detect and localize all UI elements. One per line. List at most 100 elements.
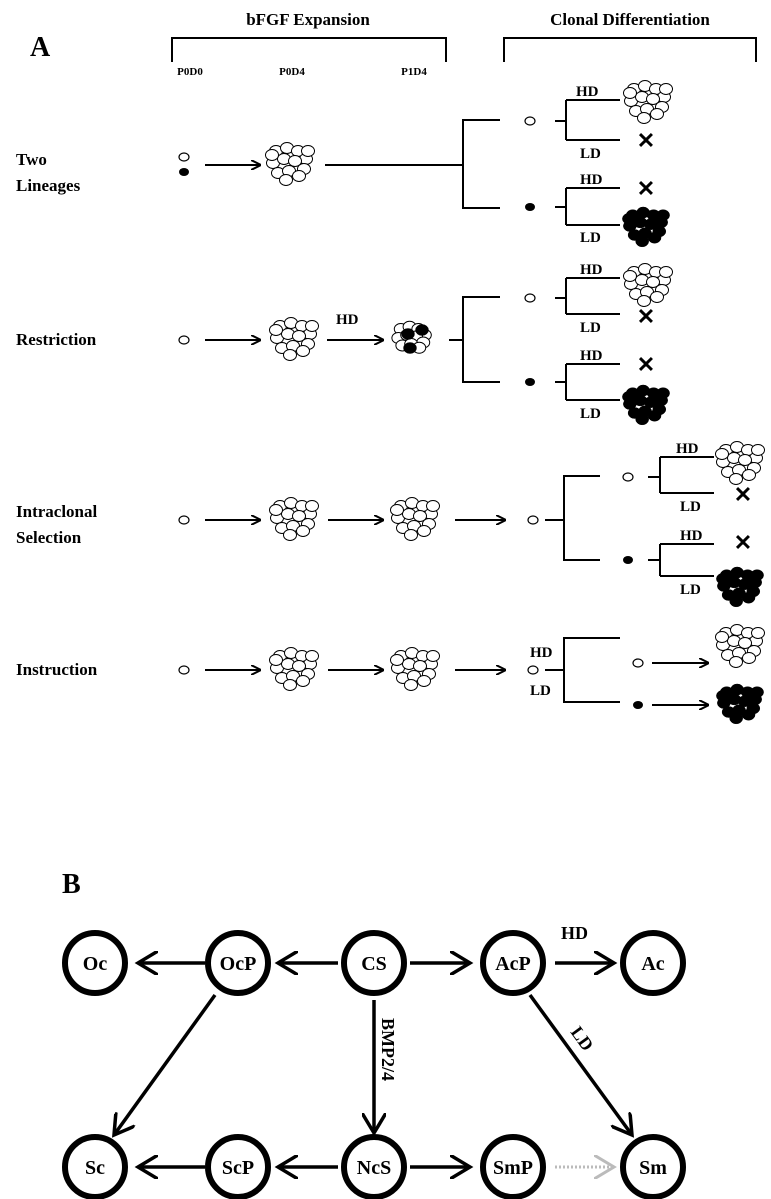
subclone-white: HD LD ✕: [524, 262, 673, 336]
open-cell: [729, 656, 743, 668]
open-cell: [292, 660, 306, 672]
row-two-lineages: HD LD ✕ HD LD ✕: [178, 80, 673, 248]
open-cell: [390, 504, 404, 516]
panel-b: B HD BMP2/4 LD Oc OcP CS AcP: [62, 869, 686, 1199]
ld-label: LD: [680, 582, 701, 598]
open-cell: [269, 654, 283, 666]
filled-cell: [647, 409, 662, 422]
open-cell: [637, 295, 651, 307]
filled-cell: [656, 387, 670, 399]
ld-label: LD: [580, 320, 601, 336]
filled-cell: [635, 235, 649, 248]
open-cell: [296, 525, 310, 537]
open-cell: [305, 500, 319, 512]
timepoint-p1d4: P1D4: [401, 66, 427, 78]
open-cell: [527, 665, 539, 675]
open-cell: [417, 675, 431, 687]
open-cell: [283, 679, 297, 691]
open-cell: [178, 515, 190, 525]
black-colony: [716, 566, 764, 608]
svg-text:NcS: NcS: [357, 1157, 391, 1179]
open-cell: [751, 444, 765, 456]
open-cell: [301, 145, 315, 157]
open-cell: [269, 324, 283, 336]
open-cell: [305, 320, 319, 332]
node-sm: Sm: [620, 1134, 686, 1199]
open-cell: [292, 510, 306, 522]
no-colony-mark: ✕: [734, 530, 752, 555]
open-cell: [413, 510, 427, 522]
row-label-instruction: Instruction: [16, 660, 98, 679]
open-cell: [296, 675, 310, 687]
hd-arrow-label: HD: [336, 312, 359, 328]
row-instruction: HD LD: [178, 624, 765, 725]
filled-cell: [644, 396, 658, 408]
svg-text:Ac: Ac: [641, 953, 664, 975]
open-cell: [279, 174, 293, 186]
filled-cell: [729, 712, 743, 725]
filled-cell: [403, 342, 417, 354]
subclone-black: HD LD ✕: [525, 172, 670, 248]
condition-split: [648, 543, 714, 577]
split-bracket: [563, 637, 620, 703]
ld-label: LD: [530, 683, 551, 699]
open-cell: [650, 291, 664, 303]
filled-cell: [741, 591, 756, 604]
white-cell-cluster: [390, 647, 440, 691]
open-cell: [265, 149, 279, 161]
panel-a-label: A: [30, 32, 51, 63]
open-cell: [729, 473, 743, 485]
filled-cell: [750, 569, 764, 581]
ld-label: LD: [680, 499, 701, 515]
white-colony: [715, 441, 765, 485]
open-cell: [178, 152, 190, 162]
svg-text:AcP: AcP: [495, 953, 531, 975]
white-colony: [623, 263, 673, 307]
condition-split: [648, 456, 714, 494]
white-colony: [623, 80, 673, 124]
no-colony-mark: ✕: [637, 128, 655, 153]
open-cell: [178, 665, 190, 675]
filled-cell: [716, 690, 730, 702]
hd-label: HD: [576, 84, 599, 100]
node-ncs: NcS: [341, 1134, 407, 1199]
open-cell: [524, 116, 536, 126]
filled-cell: [750, 686, 764, 698]
open-cell: [527, 515, 539, 525]
condition-split: [555, 277, 620, 315]
open-cell: [283, 349, 297, 361]
white-cell-cluster: [390, 497, 440, 541]
node-smp: SmP: [480, 1134, 546, 1199]
open-cell: [659, 83, 673, 95]
open-cell: [413, 660, 427, 672]
node-cs: CS: [341, 930, 407, 996]
split-bracket: [462, 119, 500, 209]
svg-text:Sc: Sc: [85, 1157, 105, 1179]
clonal-differentiation-header: Clonal Differentiation: [550, 10, 710, 29]
open-cell: [751, 627, 765, 639]
row-label-restriction: Restriction: [16, 330, 97, 349]
open-cell: [417, 525, 431, 537]
timepoint-p0d0: P0D0: [177, 66, 203, 78]
edge-label-bmp: BMP2/4: [378, 1018, 398, 1081]
open-cell: [715, 448, 729, 460]
mixed-cell-cluster: [265, 142, 315, 186]
svg-text:ScP: ScP: [222, 1157, 254, 1179]
condition-split: [555, 363, 620, 401]
hd-label: HD: [676, 441, 699, 457]
svg-text:Sm: Sm: [639, 1157, 667, 1179]
open-cell: [715, 631, 729, 643]
filled-cell: [644, 218, 658, 230]
filled-cell: [525, 203, 535, 211]
svg-text:Oc: Oc: [83, 953, 108, 975]
edge-label-hd: HD: [561, 923, 588, 943]
subclone-black: HD LD ✕: [525, 348, 670, 426]
black-colony: [622, 206, 670, 248]
open-cell: [292, 330, 306, 342]
split-bracket: [462, 296, 500, 383]
filled-cell: [622, 213, 636, 225]
open-cell: [269, 504, 283, 516]
filled-cell: [738, 578, 752, 590]
svg-text:CS: CS: [361, 953, 387, 975]
